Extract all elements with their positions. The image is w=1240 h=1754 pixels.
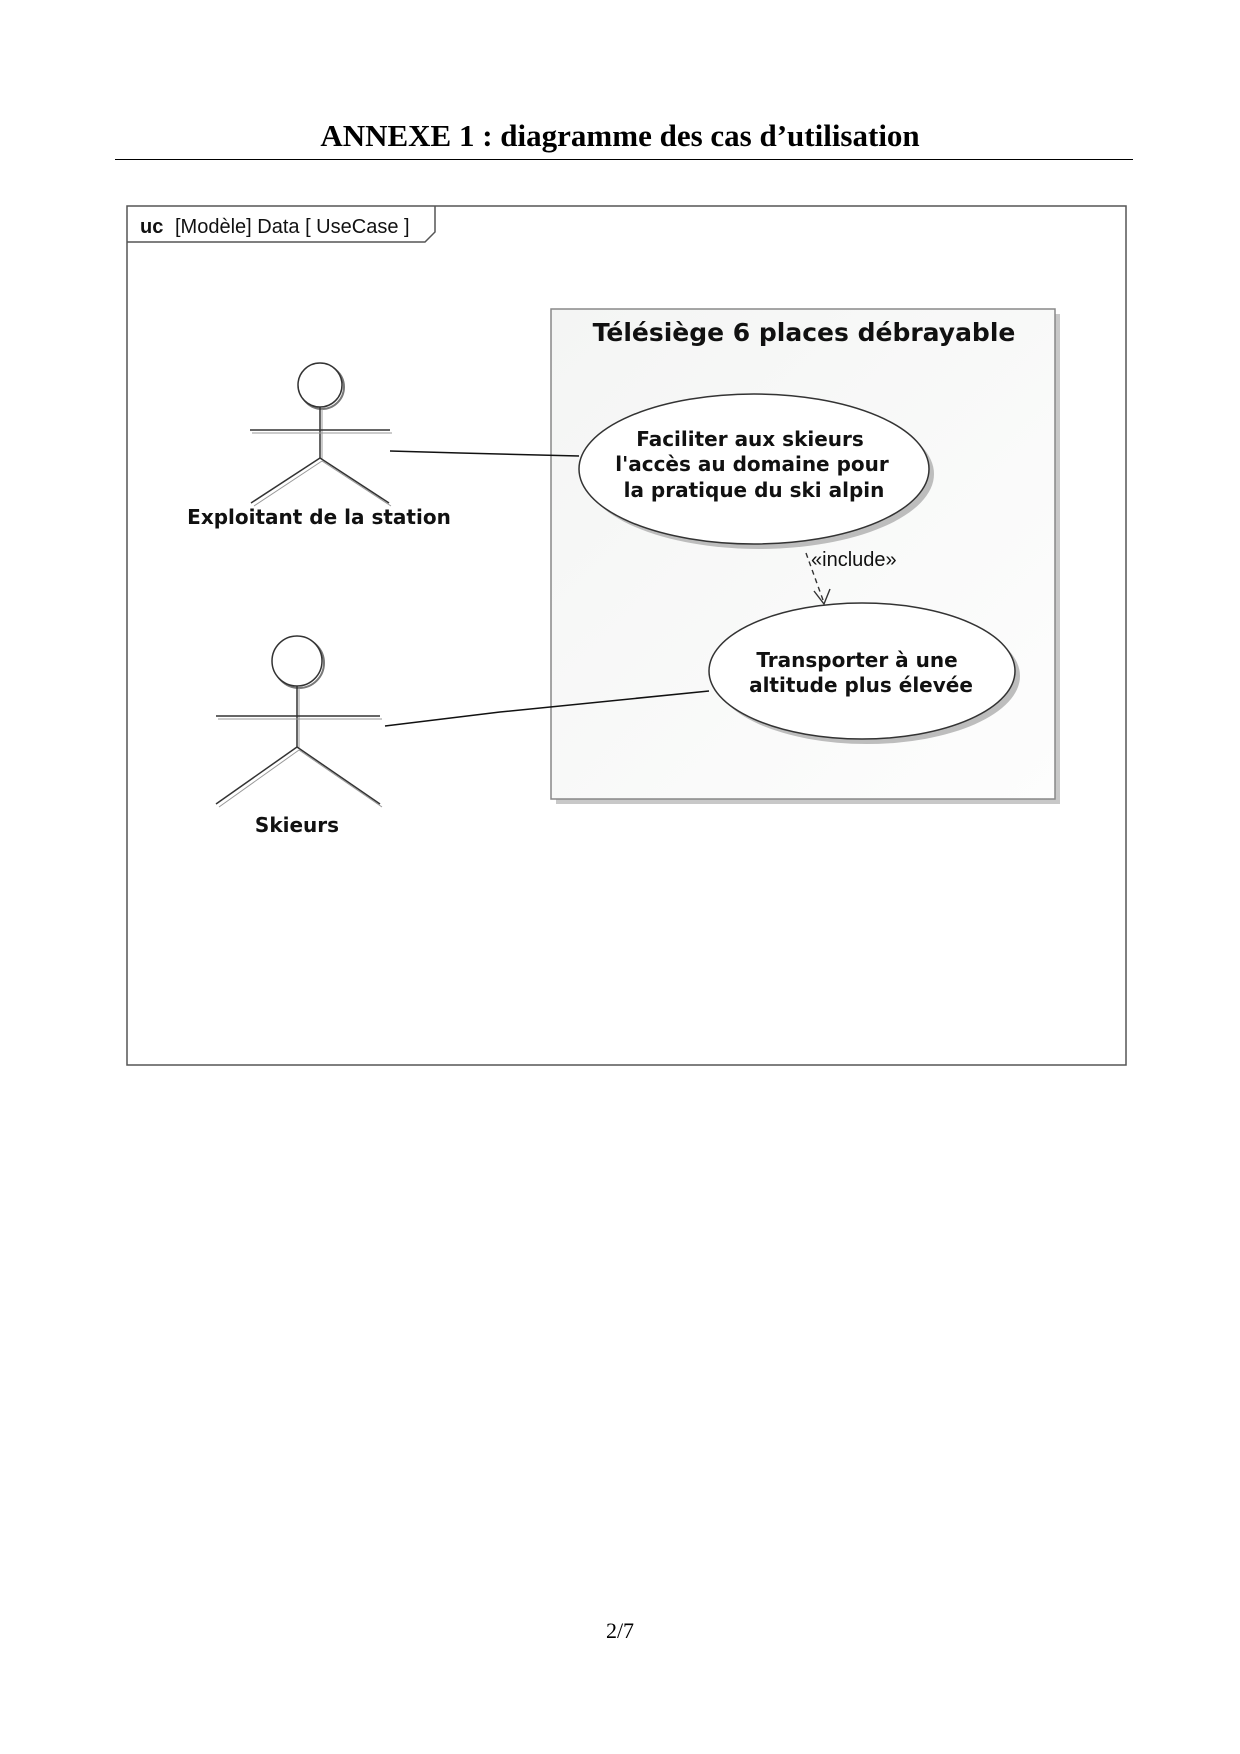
association-skieurs-usecase-2 <box>384 690 710 727</box>
page-number: 2/7 <box>605 1618 635 1643</box>
frame-tab <box>127 206 436 243</box>
actor-skieurs <box>215 635 383 808</box>
use-case-transport-altitude <box>708 602 1016 740</box>
system-name: Télésiège 6 places débrayable <box>593 318 1016 347</box>
frame-label: [Modèle] Data [ UseCase ] <box>175 216 410 238</box>
include-arrowhead <box>813 588 831 606</box>
actor-exploitant-name: Exploitant de la station <box>187 505 451 529</box>
page-title: ANNEXE 1 : diagramme des cas d’utilisati… <box>320 118 920 153</box>
use-case-2-line-2: altitude plus élevée <box>749 673 973 697</box>
include-label: «include» <box>811 549 897 571</box>
use-case-2-line-1: Transporter à une <box>756 648 957 672</box>
use-case-1-line-1: Faciliter aux skieurs <box>636 427 864 451</box>
use-case-facilitate-access <box>578 393 930 545</box>
frame-kind: uc <box>140 216 163 238</box>
actor-skieurs-name: Skieurs <box>255 813 339 837</box>
association-exploitant-usecase-1 <box>389 450 580 457</box>
title-divider <box>115 159 1133 160</box>
use-case-1-line-3: la pratique du ski alpin <box>624 478 885 502</box>
use-case-1-line-2: l'accès au domaine pour <box>615 452 889 476</box>
actor-exploitant <box>250 362 392 507</box>
